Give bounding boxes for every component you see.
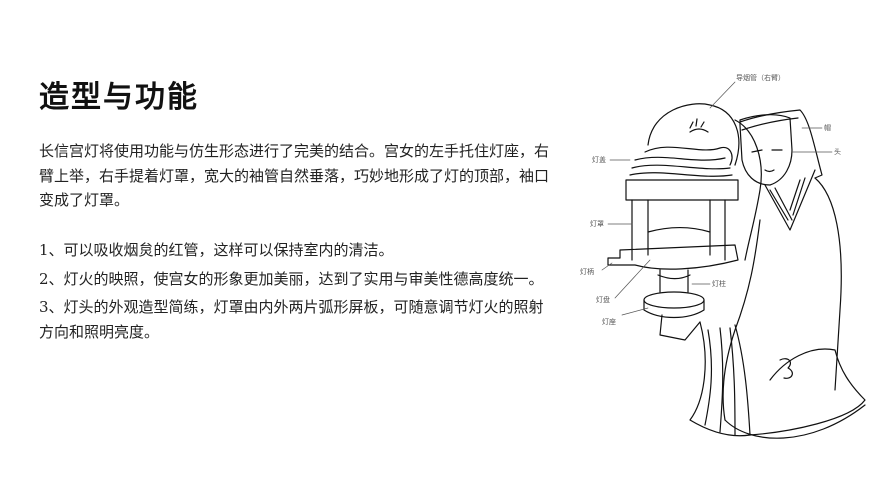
label-hat: 帽: [824, 123, 831, 132]
page-title: 造型与功能: [39, 80, 199, 115]
label-lamp-base: 灯座: [602, 317, 616, 326]
feature-item-1: 1、可以吸收烟炱的红管，这样可以保持室内的清洁。: [39, 241, 394, 259]
label-lamp-plate: 灯盘: [596, 295, 610, 304]
label-smoke-pipe: 导烟管（右臂）: [736, 73, 785, 82]
feature-item-3: 3、灯头的外观造型简练，灯罩由内外两片弧形屏板，可随意调节灯火的照射方向和照明亮…: [39, 298, 544, 341]
intro-paragraph: 长信宫灯将使用功能与仿生形态进行了完美的结合。宫女的左手托住灯座，右臂上举，右手…: [39, 142, 550, 209]
label-lamp-pillar: 灯柱: [712, 279, 726, 288]
feature-list: 1、可以吸收烟炱的红管，这样可以保持室内的清洁。 2、灯火的映照，使宫女的形象更…: [39, 238, 549, 348]
label-lamp-handle: 灯柄: [580, 267, 594, 276]
label-lamp-shade: 灯罩: [590, 219, 604, 228]
label-head: 头: [834, 147, 841, 156]
label-lamp-cover: 灯盖: [592, 155, 606, 164]
palace-lamp-diagram: 导烟管（右臂） 帽 头 灯盖 灯罩 灯柄 灯柱 灯盘 灯座: [560, 60, 880, 480]
feature-item-2: 2、灯火的映照，使宫女的形象更加美丽，达到了实用与审美性德高度统一。: [39, 269, 544, 288]
